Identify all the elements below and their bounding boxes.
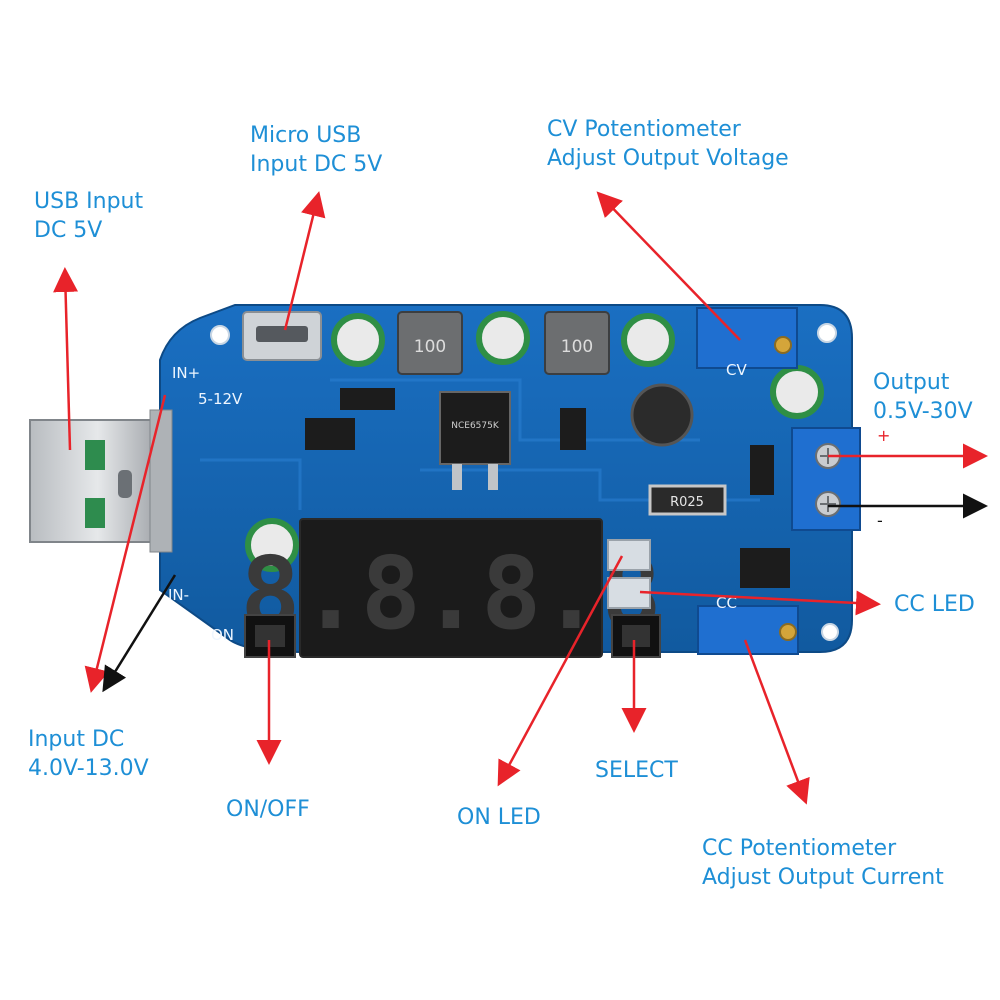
silk-on: ON xyxy=(211,626,234,644)
inductor xyxy=(630,383,694,447)
label-on-led: ON LED xyxy=(457,805,541,830)
label-on-off: ON/OFF xyxy=(226,797,310,822)
ic-chip xyxy=(305,418,355,450)
usb-a-connector xyxy=(29,409,173,553)
arrow-cc-led xyxy=(639,590,881,616)
inductor xyxy=(397,311,463,375)
silk-in-minus: IN- xyxy=(168,586,189,604)
arrow-input-minus xyxy=(102,574,177,693)
micro-usb-connector xyxy=(242,311,322,361)
label-cc-led: CC LED xyxy=(894,592,975,617)
mounting-hole xyxy=(210,325,230,345)
capacitor xyxy=(621,313,675,367)
mounting-hole xyxy=(817,323,837,343)
select-button xyxy=(611,614,661,658)
silk-cc: CC xyxy=(716,594,737,612)
on-led xyxy=(607,539,651,571)
arrow-cv-pot xyxy=(596,191,741,341)
resistor-label: R025 xyxy=(670,495,704,510)
mosfet xyxy=(439,391,511,490)
capacitor xyxy=(476,311,530,365)
diode xyxy=(750,445,774,495)
diode xyxy=(560,408,586,450)
output-terminal xyxy=(791,427,861,531)
minus-sign: - xyxy=(877,511,883,530)
inductor-label: 100 xyxy=(414,337,446,357)
arrow-micro-usb xyxy=(283,191,326,331)
inductor xyxy=(544,311,610,375)
arrow-on-led xyxy=(497,555,624,787)
seven-segment-display xyxy=(299,518,603,658)
arrow-usb-input xyxy=(53,267,79,451)
ic-label: NCE6575K xyxy=(451,421,500,431)
capacitor xyxy=(245,518,299,572)
arrow-input-plus xyxy=(84,394,167,693)
capacitor xyxy=(770,365,824,419)
ic-chip xyxy=(740,548,790,588)
mounting-hole xyxy=(821,623,839,641)
display-digits: 8.8.8.8 xyxy=(240,535,661,652)
silk-range: 5-12V xyxy=(198,390,243,408)
silk-cv: CV xyxy=(726,361,747,379)
diode xyxy=(340,388,395,410)
cv-potentiometer xyxy=(696,307,798,369)
arrow-cc-pot xyxy=(743,639,810,805)
inductor-label: 100 xyxy=(561,337,593,357)
plus-sign: + xyxy=(877,426,890,445)
silk-in-plus: IN+ xyxy=(172,364,200,382)
capacitor xyxy=(331,313,385,367)
label-select: SELECT xyxy=(595,758,678,783)
shunt-resistor xyxy=(648,484,727,516)
